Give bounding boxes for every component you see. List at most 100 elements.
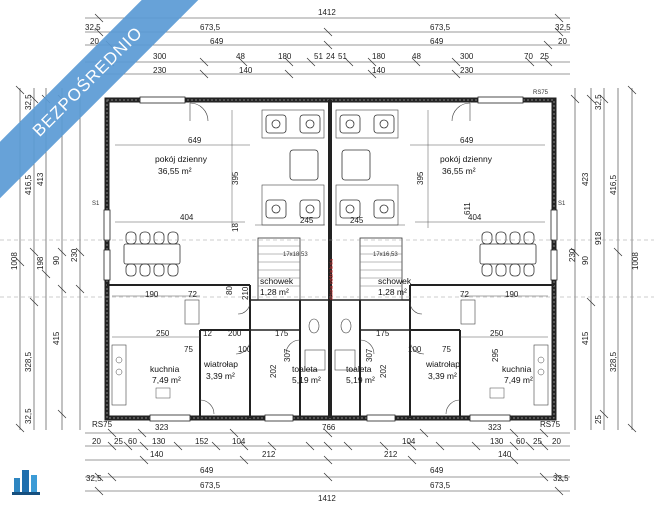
top-half-left: 673,5	[200, 23, 221, 32]
top-row4-3: 230	[460, 66, 474, 75]
top-row3-8: 300	[460, 52, 474, 61]
party-wall-note: ściana oddzielenia	[329, 259, 335, 300]
room-vestibule-left-name: wiatrołap	[203, 359, 238, 369]
bottom-mid-0: 323	[155, 423, 169, 432]
inner-250-left: 250	[156, 329, 170, 338]
inner-295: 295	[491, 348, 500, 362]
dining-set-right	[479, 231, 537, 277]
right-lower: 328,5	[609, 351, 618, 372]
room-kitchen-right-area: 7,49 m²	[504, 375, 533, 385]
dimension-texts: 1412 32,5 673,5 673,5 32,5 20 649 649 20…	[10, 8, 640, 503]
top-inner-right: 649	[430, 37, 444, 46]
bottom-half-left: 673,5	[200, 481, 221, 490]
top-row3-6: 180	[372, 52, 386, 61]
inner-100-right: 100	[408, 345, 422, 354]
bottom-rs-right: RS75	[540, 420, 561, 429]
bottom-r1-6: 104	[402, 437, 416, 446]
stairs-right-label: 17x16,53	[373, 252, 398, 258]
top-row4-0: 230	[153, 66, 167, 75]
room-toilet-left-name: toaleta	[292, 364, 318, 374]
room-toilet-right-name: toaleta	[346, 364, 372, 374]
bottom-edge-left: 32,5	[86, 474, 102, 483]
right-upper: 416,5	[609, 174, 618, 195]
bottom-r1-10: 20	[552, 437, 561, 446]
bottom-r1-7: 130	[490, 437, 504, 446]
bottom-total-dim: 1412	[318, 494, 336, 503]
left-a: 413	[36, 172, 45, 186]
room-kitchen-left-area: 7,49 m²	[152, 375, 181, 385]
dining-set-left	[123, 231, 181, 277]
bottom-r2-2: 212	[384, 450, 398, 459]
top-row3-10: 25	[540, 52, 549, 61]
room-kitchen-right-name: kuchnia	[502, 364, 532, 374]
room-closet-left-name: schowek	[260, 276, 294, 286]
bottom-inner-left: 649	[200, 466, 214, 475]
left-lower: 328,5	[24, 351, 33, 372]
rs75-top: RS75	[533, 90, 549, 96]
top-row3-1: 48	[236, 52, 245, 61]
left-e: 90	[52, 256, 61, 265]
inner-100-left: 100	[238, 345, 252, 354]
room-kitchen-left-name: kuchnia	[150, 364, 180, 374]
bottom-edge-right: 32,5	[553, 474, 569, 483]
right-a: 423	[581, 172, 590, 186]
inner-611: 611	[463, 202, 472, 215]
right-total: 1008	[631, 252, 640, 270]
top-total-dim: 1412	[318, 8, 336, 17]
top-row3-3: 51	[314, 52, 323, 61]
room-living-right-area: 36,55 m²	[442, 166, 476, 176]
inner-649-left: 649	[188, 136, 202, 145]
right-c: 415	[581, 331, 590, 345]
right-f: 230	[568, 248, 577, 262]
bottom-r1-1: 25	[114, 437, 123, 446]
bottom-r2-1: 212	[262, 450, 276, 459]
axis-lines	[0, 239, 654, 298]
bottom-r2-3: 140	[498, 450, 512, 459]
left-g: 32,5	[24, 408, 33, 424]
room-closet-right-area: 1,28 m²	[378, 287, 407, 297]
inner-12: 12	[203, 329, 212, 338]
left-total: 1008	[10, 252, 19, 270]
top-edge-left: 32,5	[85, 23, 101, 32]
bottom-inner-right: 649	[430, 466, 444, 475]
right-e: 90	[581, 256, 590, 265]
room-living-left-name: pokój dzienny	[155, 154, 208, 164]
left-c: 415	[52, 331, 61, 345]
bottom-mid-1: 766	[322, 423, 336, 432]
inner-75-right: 75	[442, 345, 451, 354]
room-vestibule-left-area: 3,39 m²	[206, 371, 235, 381]
top-row3-0: 300	[153, 52, 167, 61]
inner-202-left: 202	[269, 364, 278, 378]
inner-395-right: 395	[416, 171, 425, 185]
top-edge-right: 32,5	[555, 23, 571, 32]
top-row3-7: 48	[412, 52, 421, 61]
left-f: 230	[70, 248, 79, 262]
inner-80: 80	[225, 286, 234, 295]
inner-72-left: 72	[188, 290, 197, 299]
inner-202-right: 202	[379, 364, 388, 378]
walls	[103, 96, 558, 422]
room-living-left-area: 36,55 m²	[158, 166, 192, 176]
bottom-r1-4: 152	[195, 437, 209, 446]
inner-395-left: 395	[231, 171, 240, 185]
stairs-left-label: 17x18,53	[283, 252, 308, 258]
right-b: 918	[594, 231, 603, 245]
inner-649-right: 649	[460, 136, 474, 145]
top-row4-1: 140	[239, 66, 253, 75]
bottom-mid-2: 323	[488, 423, 502, 432]
top-inner-left: 649	[210, 37, 224, 46]
inner-404-left: 404	[180, 213, 194, 222]
room-toilet-right-area: 5,19 m²	[346, 375, 375, 385]
room-vestibule-right-name: wiatrołap	[425, 359, 460, 369]
building-logo-icon	[12, 470, 40, 495]
room-living-right-name: pokój dzienny	[440, 154, 493, 164]
inner-190-left: 190	[145, 290, 159, 299]
bottom-rs-left: RS75	[92, 420, 113, 429]
bottom-half-right: 673,5	[430, 481, 451, 490]
inner-190-right: 190	[505, 290, 519, 299]
inner-307-right: 307	[365, 348, 374, 362]
inner-250-right: 250	[490, 329, 504, 338]
left-upper: 416,5	[24, 174, 33, 195]
